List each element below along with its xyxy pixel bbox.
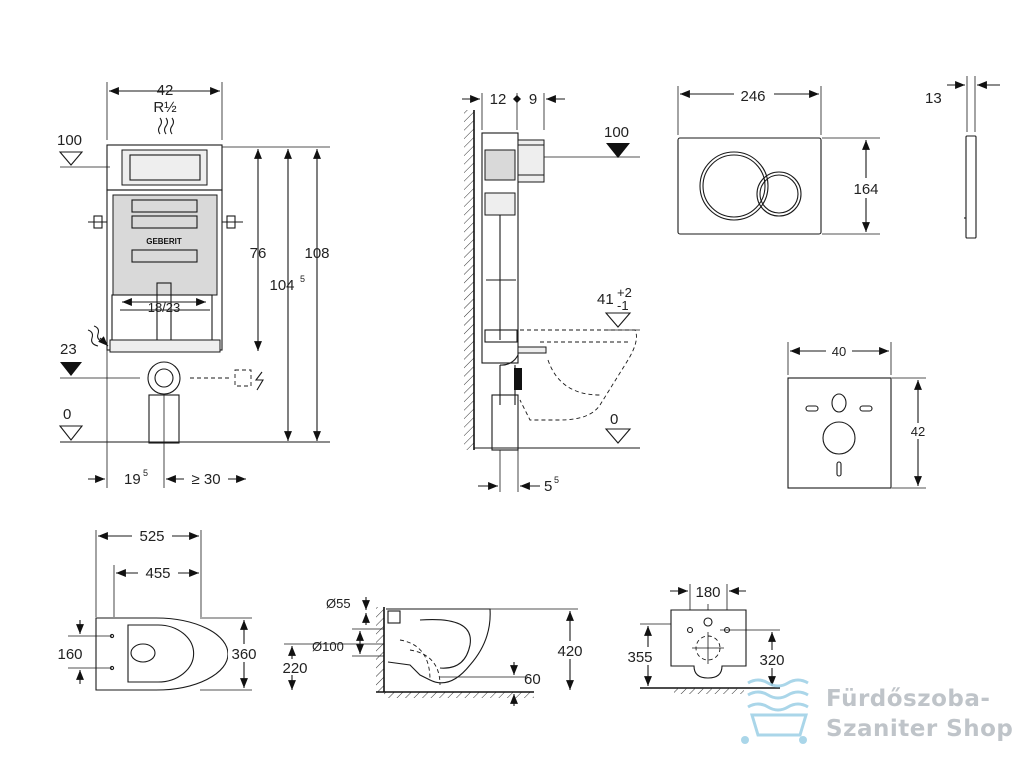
wc-h420-label: 420 [557, 643, 582, 660]
soundproof-pad-view: 40 42 [787, 342, 930, 489]
side-level-41-label: 41 [597, 291, 614, 308]
wc-h355-label: 355 [627, 649, 652, 666]
wc-h220-label: 220 [282, 660, 307, 677]
side-level-100-label: 100 [604, 124, 629, 141]
height-108-label: 108 [304, 245, 329, 262]
plate-thickness-label: 13 [925, 90, 942, 107]
side-floor-label: 0 [610, 411, 618, 428]
pad-height-label: 42 [911, 424, 925, 439]
cistern-level-label: 100 [57, 132, 82, 149]
wc-h60-label: 60 [524, 671, 541, 688]
soundproof-pad [787, 377, 892, 489]
wc-fix-160-label: 160 [57, 646, 82, 663]
depth-12-label: 12 [490, 91, 507, 108]
offset-19-sup: 5 [143, 468, 148, 478]
wc-side-outline [386, 608, 491, 684]
min-30-label: ≥ 30 [191, 471, 220, 488]
wc-d100-label: Ø100 [312, 639, 344, 654]
flush-plate-view: 246 164 13 [677, 76, 1000, 239]
offset-5-label: 5 [544, 478, 552, 495]
watermark-logo-icon [741, 678, 809, 744]
wc-h320-label: 320 [759, 652, 784, 669]
height-76-label: 76 [250, 245, 267, 262]
wc-side-view: Ø55 Ø100 220 420 60 [280, 596, 586, 706]
tol-plus-label: +2 [617, 285, 632, 300]
flush-plate [677, 137, 822, 235]
wc-length-525-label: 525 [139, 528, 164, 545]
frame-front-view: 42 R½ 100 GEBERIT 18/23 76 104 5 [57, 82, 330, 488]
watermark-text: Fürdőszoba- Szaniter Shop [826, 684, 1024, 744]
offset-19-label: 19 [124, 471, 141, 488]
wc-rear-view: 180 355 320 [627, 584, 788, 694]
brand-plate-text: GEBERIT [146, 237, 182, 246]
wc-length-455-label: 455 [145, 565, 170, 582]
frame-side-view: 12 9 100 41 +2 -1 0 [462, 91, 640, 495]
wc-rear-outline [670, 609, 747, 679]
drain-level-label: 23 [60, 341, 77, 358]
depth-9-label: 9 [529, 91, 537, 108]
wc-d55-label: Ø55 [326, 596, 351, 611]
watermark-line1: Fürdőszoba- [826, 686, 991, 712]
frame-width-label: 42 [157, 82, 174, 99]
pad-width-label: 40 [832, 344, 846, 359]
pipe-size-label: R½ [153, 99, 177, 116]
floor-level-label: 0 [63, 406, 71, 423]
tol-minus-label: -1 [617, 298, 629, 313]
wc-w180-label: 180 [695, 584, 720, 601]
height-104-sup: 5 [300, 274, 305, 284]
watermark-line2: Szaniter Shop [826, 716, 1014, 742]
offset-5-sup: 5 [554, 475, 559, 485]
plate-height-label: 164 [853, 181, 878, 198]
wc-top-outline [95, 617, 229, 691]
wc-width-360-label: 360 [231, 646, 256, 663]
wc-top-view: 525 455 160 360 [57, 527, 262, 691]
height-104-label: 104 [269, 277, 294, 294]
plate-width-label: 246 [740, 88, 765, 105]
